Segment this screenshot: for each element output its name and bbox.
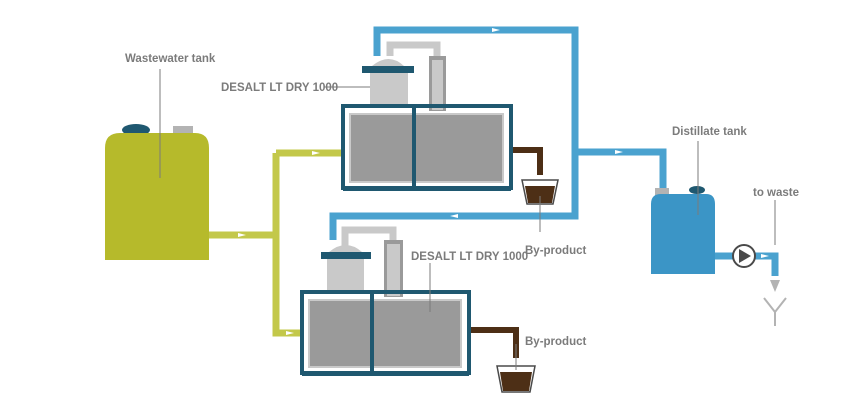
- desalt-unit-top: [341, 41, 513, 191]
- distillate-tank-label: Distillate tank: [672, 126, 747, 138]
- pump-icon: [732, 244, 756, 268]
- byproduct-bottom-label: By-product: [525, 336, 587, 348]
- wastewater-flow-arrows: [238, 151, 320, 335]
- byproduct-bucket-top: [521, 179, 559, 232]
- to-waste-label: to waste: [753, 187, 799, 199]
- wastewater-tank: [105, 69, 209, 260]
- unit-top-label: DESALT LT DRY 1000: [221, 82, 338, 94]
- wastewater-tank-label: Wastewater tank: [125, 53, 216, 65]
- byproduct-top-label: By-product: [525, 245, 587, 257]
- unit-bottom-label: DESALT LT DRY 1000: [411, 251, 528, 263]
- distillate-flow-arrows: [450, 28, 769, 258]
- byproduct-bucket-bottom: [496, 344, 536, 393]
- distillate-tank: [651, 141, 715, 274]
- desalt-unit-bottom: [300, 226, 471, 376]
- waste-outlet: [763, 200, 787, 326]
